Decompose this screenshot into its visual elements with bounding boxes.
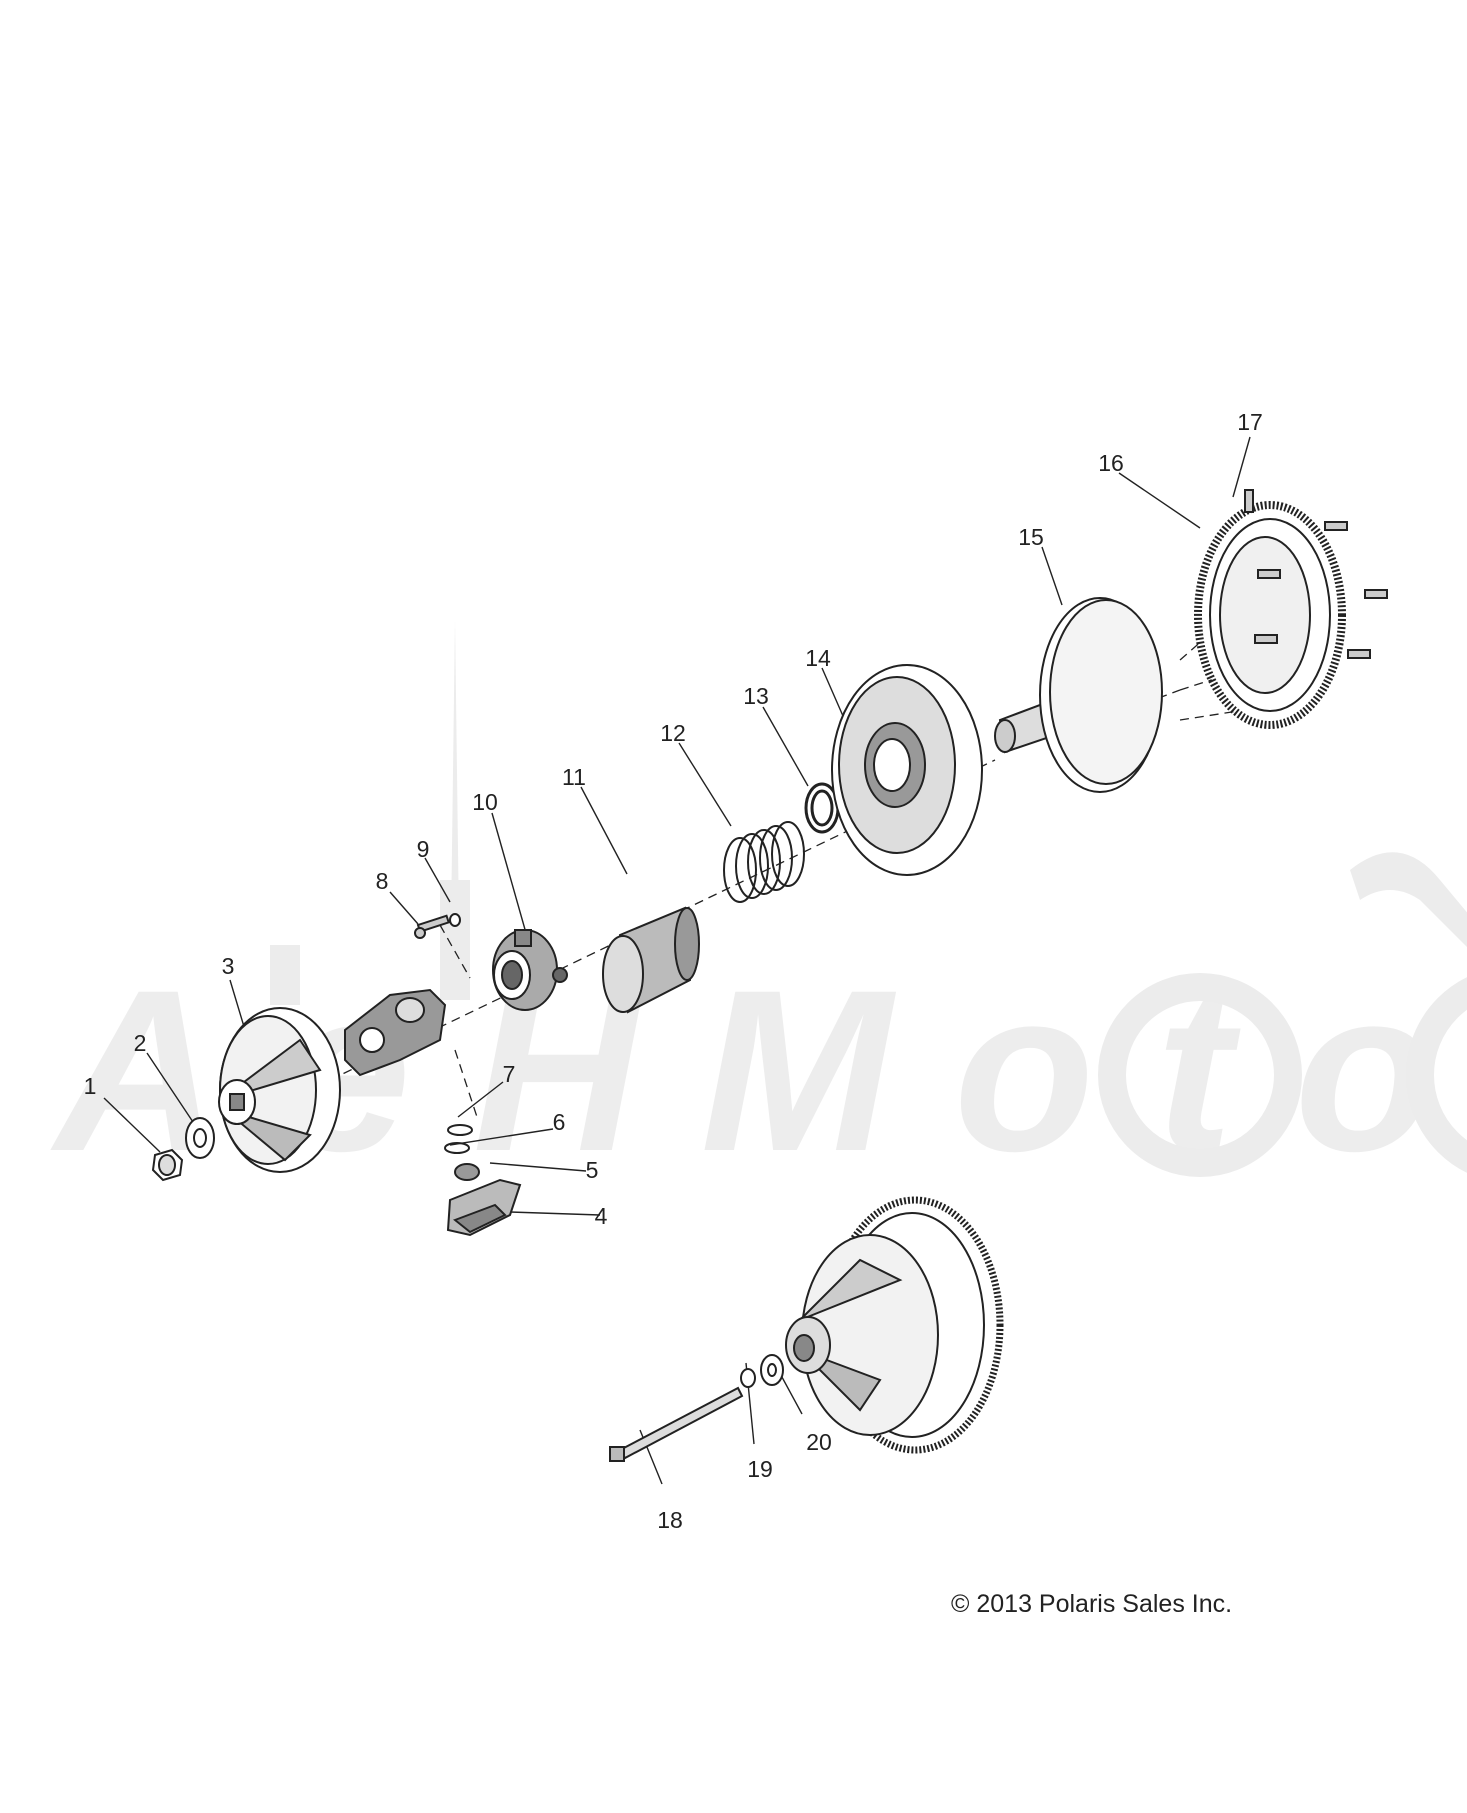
callout-14: 14 — [805, 645, 831, 671]
part-4-weight-cover — [446, 1178, 522, 1237]
callout-18: 18 — [657, 1507, 683, 1533]
part-14-helix-plate — [831, 664, 983, 876]
callout-15: 15 — [1018, 524, 1044, 550]
callout-4: 4 — [595, 1203, 608, 1229]
callout-9: 9 — [417, 836, 430, 862]
callout-3: 3 — [222, 953, 235, 979]
callout-1: 1 — [84, 1073, 97, 1099]
callout-labels: 1 2 3 4 5 6 7 8 9 10 11 12 13 14 15 16 1… — [84, 409, 1263, 1533]
part-2-washer — [185, 1117, 215, 1159]
part-15-stationary-sheave — [994, 597, 1163, 793]
copyright-notice: © 2013 Polaris Sales Inc. — [951, 1590, 1233, 1618]
part-5-bushing — [454, 1163, 480, 1181]
callout-17: 17 — [1237, 409, 1263, 435]
part-19-lock-washer — [740, 1368, 756, 1388]
callout-2: 2 — [134, 1030, 147, 1056]
callout-16: 16 — [1098, 450, 1124, 476]
part-3-moveable-sheave — [218, 1007, 341, 1173]
part-8-screw — [414, 914, 450, 939]
part-16-ring-gear — [1194, 501, 1346, 729]
part-10-spider — [492, 929, 568, 1011]
callout-12: 12 — [660, 720, 686, 746]
callout-8: 8 — [376, 868, 389, 894]
callout-7: 7 — [503, 1061, 516, 1087]
part-1-hex-nut — [151, 1148, 184, 1182]
part-6-o-ring — [444, 1142, 470, 1154]
part-12-spring — [723, 821, 805, 903]
part-11-sleeve — [602, 906, 700, 1014]
callout-5: 5 — [586, 1157, 599, 1183]
callout-20: 20 — [806, 1429, 832, 1455]
part-17-bolts — [1244, 489, 1388, 659]
callout-11: 11 — [562, 764, 586, 790]
callout-6: 6 — [553, 1109, 566, 1135]
part-roller-arm — [344, 988, 447, 1077]
part-7-o-ring — [447, 1124, 473, 1136]
callout-13: 13 — [743, 683, 769, 709]
part-9-washer — [449, 913, 461, 927]
callout-10: 10 — [472, 789, 498, 815]
callout-19: 19 — [747, 1456, 773, 1482]
assembled-clutch — [785, 1196, 1004, 1454]
part-20-washer — [760, 1354, 784, 1386]
part-18-long-bolt — [609, 1386, 744, 1462]
